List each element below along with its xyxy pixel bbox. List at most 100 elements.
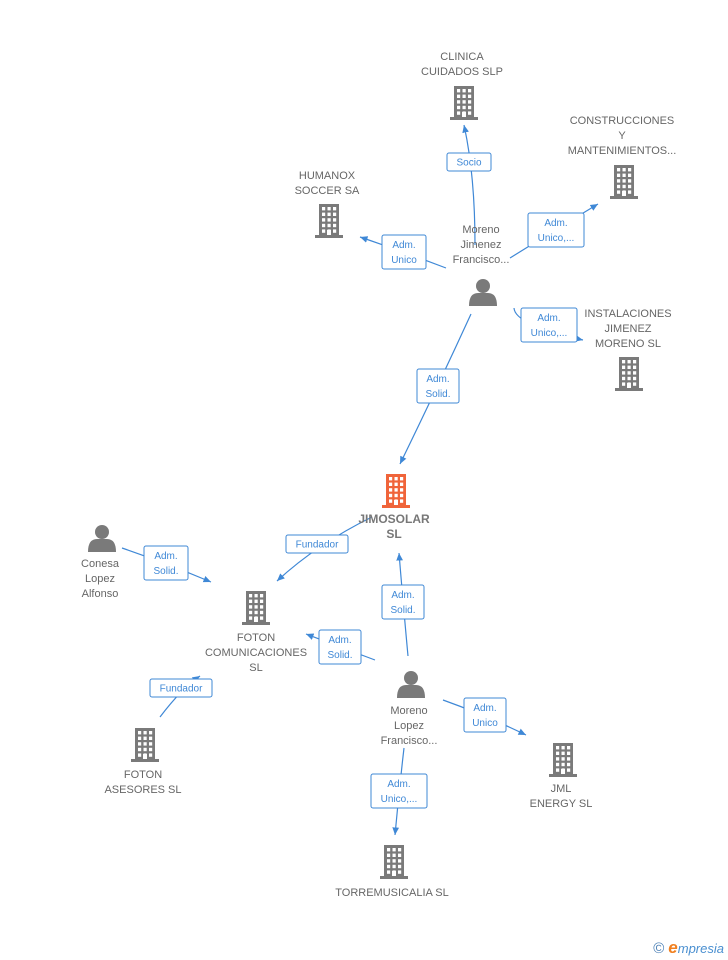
- edge-adm-jimosolar-2[interactable]: Adm.Solid.: [381, 552, 425, 657]
- building-icon[interactable]: [450, 86, 478, 120]
- building-icon[interactable]: [380, 845, 408, 879]
- edge-adm-humanox[interactable]: Adm. Unico: [359, 234, 447, 270]
- edge-label-text: Adm.: [426, 374, 449, 385]
- node-label[interactable]: Conesa: [81, 558, 120, 570]
- edge-adm-construcciones[interactable]: Adm.Unico,...: [509, 203, 599, 259]
- node-label[interactable]: COMUNICACIONES: [205, 647, 307, 659]
- edge-adm-torre[interactable]: Adm.Unico,...: [370, 747, 428, 836]
- node-moreno-lopez[interactable]: MorenoLopezFrancisco...: [381, 671, 438, 747]
- node-construcciones[interactable]: CONSTRUCCIONES Y MANTENIMIENTOS...: [568, 115, 677, 199]
- node-label[interactable]: JML: [551, 783, 572, 795]
- edge-adm-conesa[interactable]: Adm. Solid.: [121, 545, 212, 583]
- edge-label-text: Unico: [391, 255, 417, 266]
- node-label[interactable]: JIMOSOLAR: [358, 512, 430, 526]
- node-label[interactable]: Lopez: [85, 573, 115, 585]
- edge-label-text: Adm.: [387, 779, 410, 790]
- node-label[interactable]: MORENO SL: [595, 338, 661, 350]
- person-icon[interactable]: [469, 279, 497, 306]
- edge-label-box[interactable]: [446, 152, 492, 172]
- node-humanox[interactable]: HUMANOX SOCCER SA: [295, 170, 360, 238]
- edge-label-text: Adm.: [473, 703, 496, 714]
- edge-adm-instalaciones[interactable]: Adm.Unico,...: [513, 307, 584, 343]
- node-label[interactable]: Francisco...: [453, 254, 510, 266]
- node-label[interactable]: SL: [249, 662, 262, 674]
- copyright-symbol: ©: [653, 939, 665, 957]
- edge-label-text: Socio: [456, 158, 481, 169]
- building-icon[interactable]: [242, 591, 270, 625]
- edge-adm-jimosolar-1[interactable]: Adm. Solid.: [399, 313, 472, 465]
- edge-socio[interactable]: Socio: [446, 124, 492, 246]
- edge-label-box[interactable]: [381, 234, 427, 270]
- empresia-logo[interactable]: empresia: [668, 938, 724, 958]
- edge-fundador-2[interactable]: Fundador: [149, 675, 213, 718]
- edge-label-box[interactable]: [285, 534, 349, 554]
- node-label[interactable]: INSTALACIONES: [584, 308, 671, 320]
- edge-arrow: [462, 124, 476, 246]
- node-label[interactable]: SL: [386, 527, 401, 541]
- node-label[interactable]: ENERGY SL: [530, 798, 593, 810]
- edge-label-text: Solid.: [425, 389, 450, 400]
- building-icon[interactable]: [549, 743, 577, 777]
- node-label[interactable]: CONSTRUCCIONES: [570, 115, 675, 127]
- person-icon[interactable]: [397, 671, 425, 698]
- node-label[interactable]: JIMENEZ: [604, 323, 651, 335]
- edge-label-box[interactable]: [416, 368, 460, 404]
- edge-label-text: Unico,...: [531, 328, 568, 339]
- brand-initial: e: [668, 938, 678, 957]
- building-icon[interactable]: [610, 165, 638, 199]
- building-icon[interactable]: [315, 204, 343, 238]
- node-label[interactable]: FOTON: [237, 632, 275, 644]
- edges-layer: SocioAdm.Unico,...Adm.UnicoAdm.Unico,...…: [121, 124, 599, 836]
- edge-label-box[interactable]: [520, 307, 578, 343]
- node-label[interactable]: Alfonso: [82, 588, 119, 600]
- node-label[interactable]: Y: [618, 130, 626, 142]
- node-foton-com[interactable]: FOTON COMUNICACIONES SL: [205, 591, 307, 674]
- node-label[interactable]: CUIDADOS SLP: [421, 66, 503, 78]
- person-icon[interactable]: [88, 525, 116, 552]
- node-instalaciones[interactable]: INSTALACIONES JIMENEZ MORENO SL: [584, 308, 672, 391]
- node-label[interactable]: Moreno: [462, 224, 499, 236]
- building-icon[interactable]: [382, 474, 410, 508]
- node-label[interactable]: SOCCER SA: [295, 185, 360, 197]
- node-clinica[interactable]: CLINICA CUIDADOS SLP: [421, 51, 503, 120]
- edge-adm-foton-com[interactable]: Adm. Solid.: [305, 629, 376, 665]
- node-moreno-jimenez[interactable]: MorenoJimenezFrancisco...: [453, 224, 510, 306]
- node-label[interactable]: Francisco...: [381, 735, 438, 747]
- node-jml[interactable]: JML ENERGY SL: [530, 743, 593, 810]
- edge-label-text: Solid.: [327, 650, 352, 661]
- node-label[interactable]: Moreno: [390, 705, 427, 717]
- brand-name: mpresia: [677, 941, 724, 956]
- edge-label-box[interactable]: [370, 773, 428, 809]
- node-foton-ases[interactable]: FOTON ASESORES SL: [104, 728, 182, 796]
- edge-label-box[interactable]: [527, 212, 585, 248]
- edge-label-text: Adm.: [392, 240, 415, 251]
- edge-label-box[interactable]: [149, 678, 213, 698]
- edge-label-text: Adm.: [154, 551, 177, 562]
- edge-label-text: Solid.: [390, 605, 415, 616]
- node-label[interactable]: CLINICA: [440, 51, 484, 63]
- node-label[interactable]: TORREMUSICALIA SL: [335, 887, 449, 899]
- node-label[interactable]: ASESORES SL: [104, 784, 181, 796]
- edge-label-text: Fundador: [296, 540, 339, 551]
- edge-label-box[interactable]: [143, 545, 189, 581]
- node-torremusicalia[interactable]: TORREMUSICALIA SL: [335, 845, 449, 899]
- edge-label-text: Unico: [472, 718, 498, 729]
- edge-label-text: Solid.: [153, 566, 178, 577]
- building-icon[interactable]: [615, 357, 643, 391]
- edge-adm-jml[interactable]: Adm. Unico: [442, 697, 527, 736]
- edge-label-text: Adm.: [328, 635, 351, 646]
- building-icon[interactable]: [131, 728, 159, 762]
- edge-fundador-1[interactable]: Fundador: [276, 516, 373, 582]
- node-label[interactable]: MANTENIMIENTOS...: [568, 145, 677, 157]
- node-label[interactable]: Lopez: [394, 720, 424, 732]
- edge-label-box[interactable]: [318, 629, 362, 665]
- edge-label-box[interactable]: [381, 584, 425, 620]
- edge-label-box[interactable]: [463, 697, 507, 733]
- node-label[interactable]: FOTON: [124, 769, 162, 781]
- footer-branding: © empresia: [653, 938, 724, 958]
- node-label[interactable]: HUMANOX: [299, 170, 356, 182]
- node-label[interactable]: Jimenez: [461, 239, 502, 251]
